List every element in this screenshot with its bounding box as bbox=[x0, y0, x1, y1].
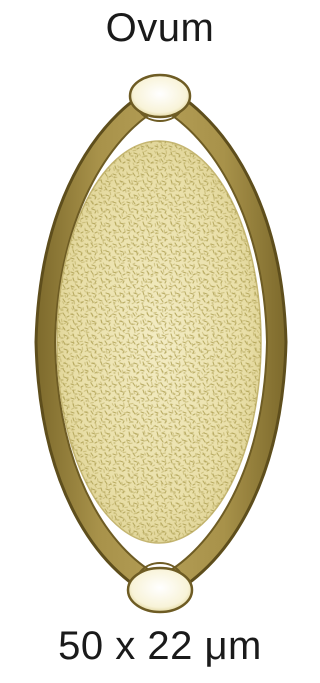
figure-title: Ovum bbox=[0, 4, 320, 52]
size-label: 50 x 22 μm bbox=[0, 622, 320, 670]
ovum-illustration bbox=[0, 60, 320, 620]
